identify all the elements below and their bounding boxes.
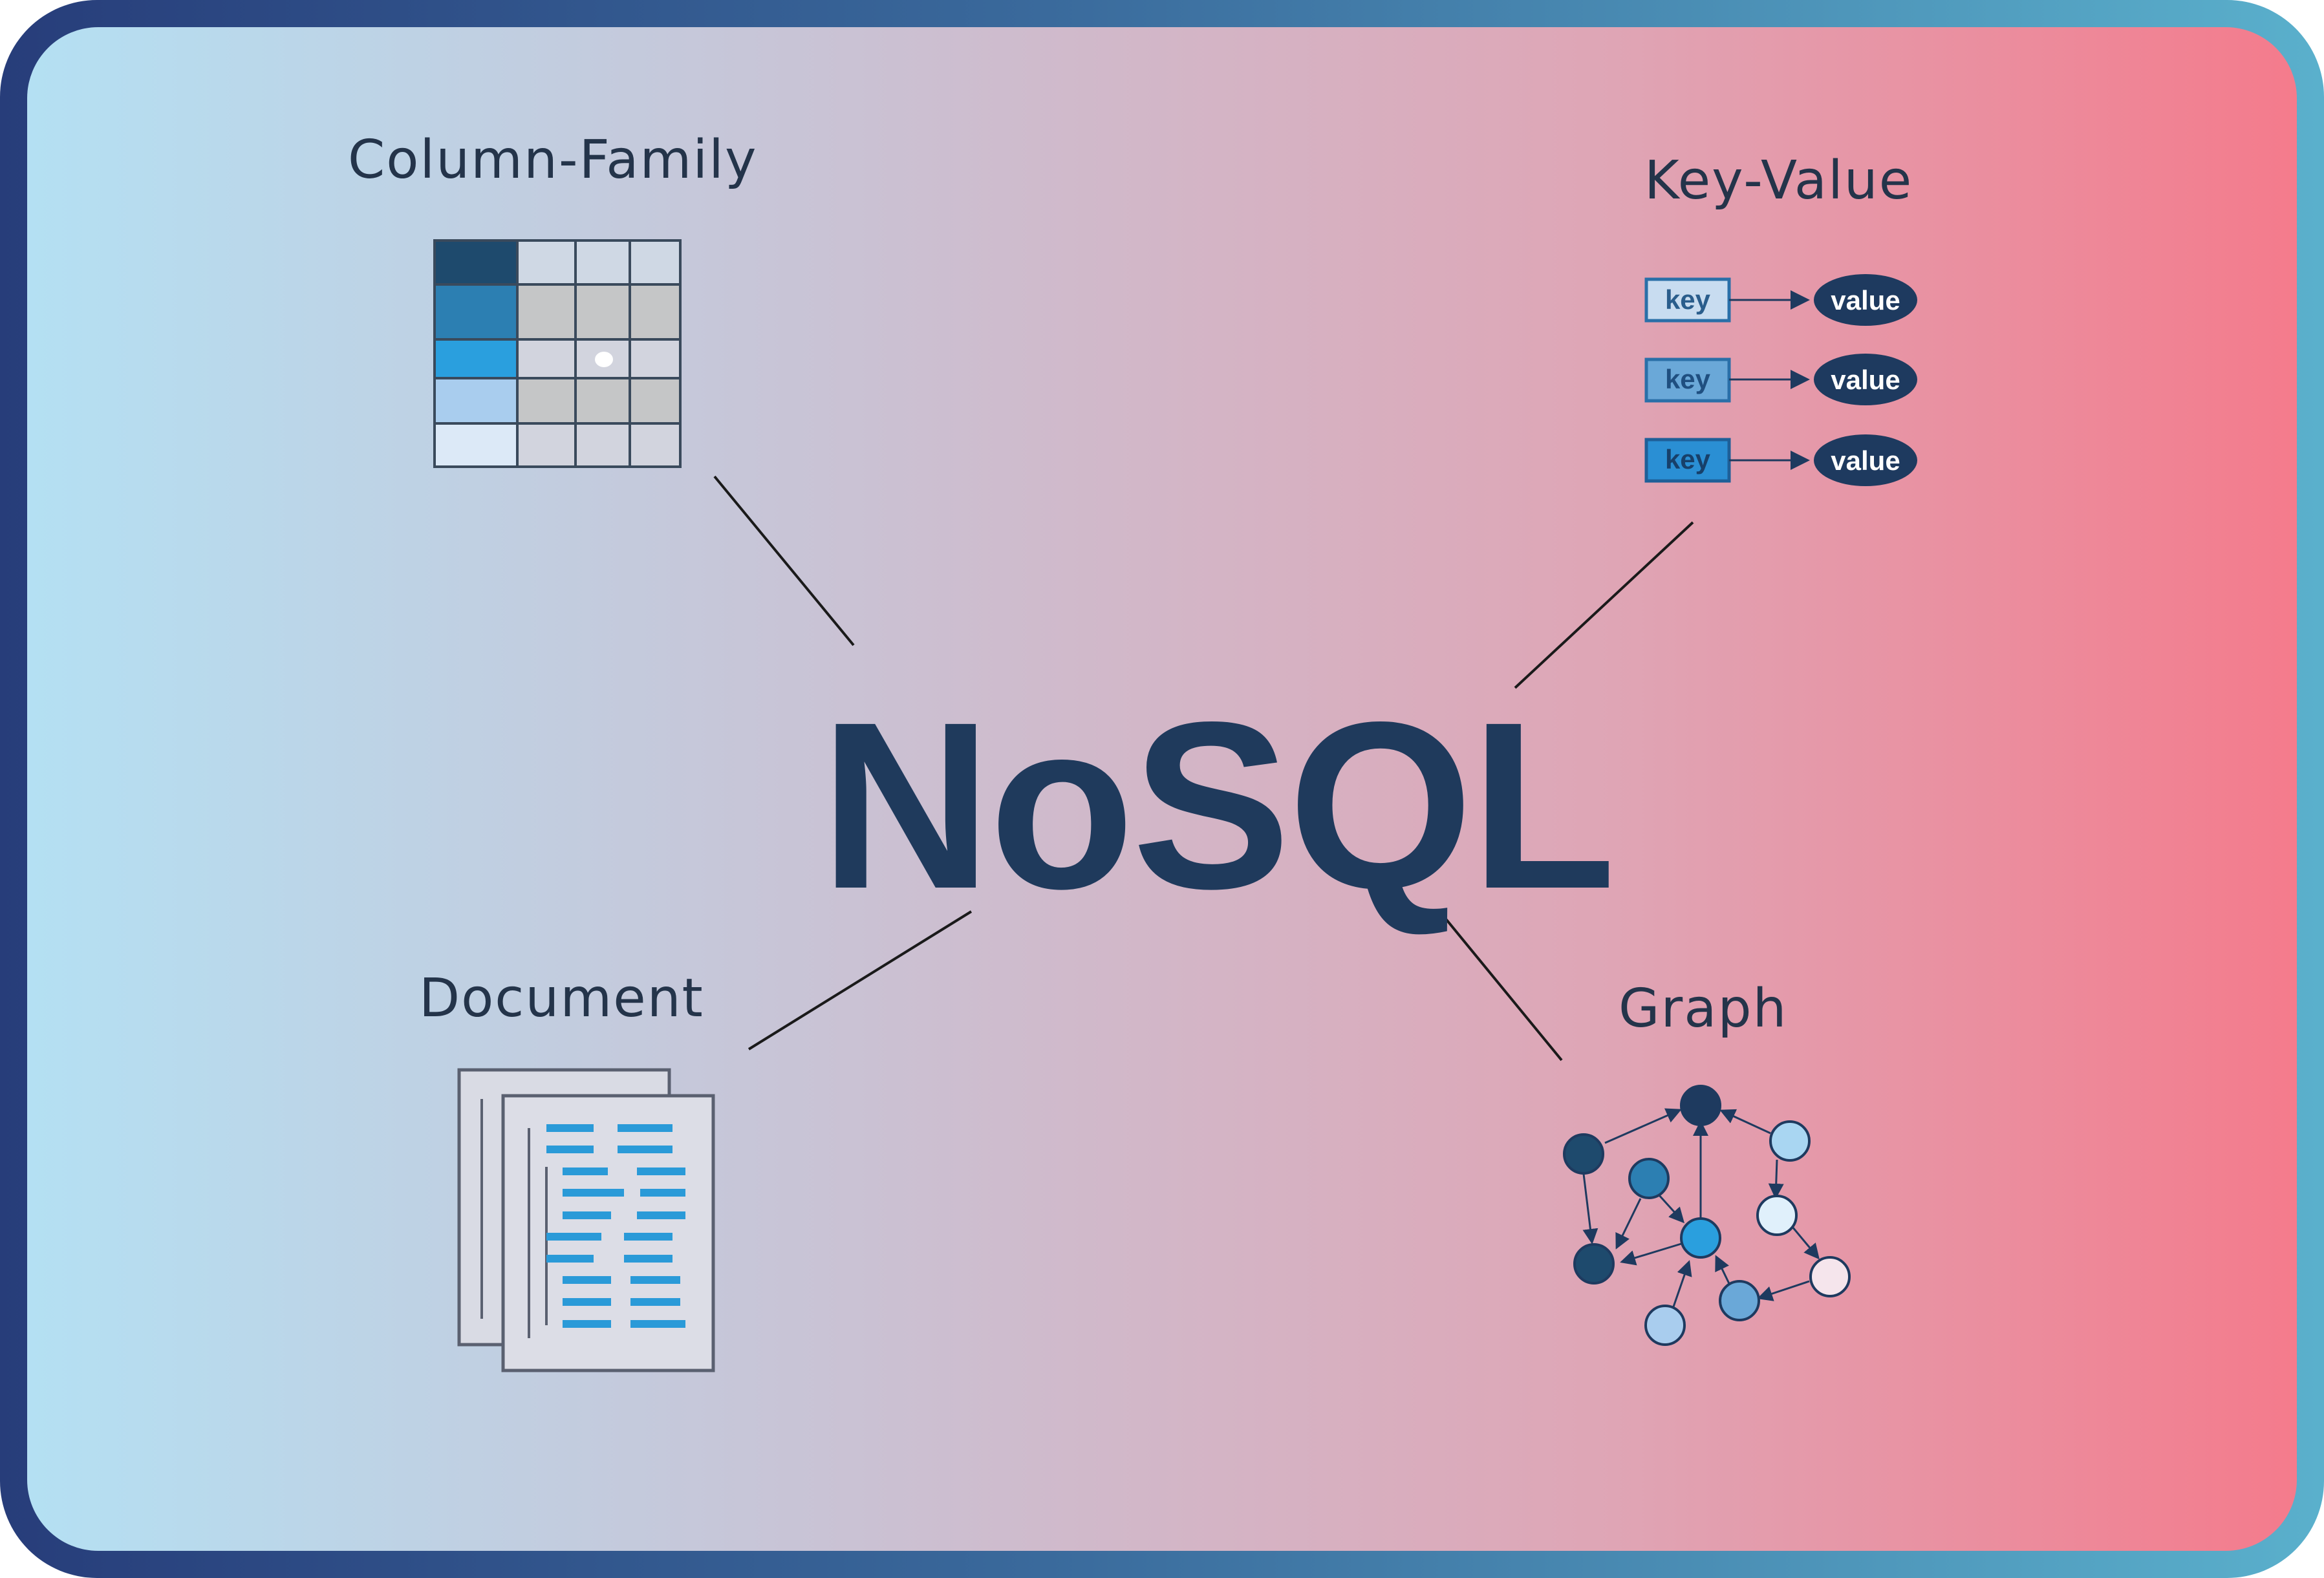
graph-node <box>1680 1217 1721 1259</box>
key-value-label: Key-Value <box>1644 150 1913 211</box>
graph-label: Graph <box>1619 978 1788 1040</box>
cf-cell <box>629 338 682 379</box>
kv-value-oval <box>1814 274 1917 326</box>
graph-node <box>1769 1120 1811 1162</box>
kv-key-text: key <box>1665 444 1711 474</box>
cf-cell <box>433 239 519 286</box>
doc-text-lines <box>546 1124 685 1328</box>
kv-key-box <box>1644 277 1731 323</box>
cf-cell <box>574 239 631 286</box>
column-family-grid <box>433 239 682 468</box>
kv-value-text: value <box>1831 285 1900 315</box>
graph-nodes <box>1563 1085 1851 1346</box>
cf-cell <box>629 377 682 425</box>
cf-cell <box>516 422 577 468</box>
graph-node <box>1644 1305 1686 1346</box>
kv-value-oval <box>1814 434 1917 486</box>
graph-node <box>1628 1158 1670 1199</box>
connector-graph <box>1440 912 1563 1061</box>
connector-column-family <box>713 475 855 646</box>
cf-cell <box>574 377 631 425</box>
nosql-title: NoSQL <box>820 672 1616 938</box>
cf-cell <box>516 239 577 286</box>
connector-key-value <box>1514 521 1694 689</box>
kv-key-text: key <box>1665 284 1711 315</box>
graph-node <box>1680 1085 1721 1126</box>
kv-value-text: value <box>1831 365 1900 395</box>
graph-edges <box>1582 1108 1820 1313</box>
kv-value-text: value <box>1831 445 1900 476</box>
graph-node <box>1809 1256 1851 1297</box>
graph-node <box>1719 1280 1760 1321</box>
document-label: Document <box>419 968 704 1029</box>
cf-cell-dot <box>595 352 613 367</box>
graph-node <box>1563 1133 1604 1175</box>
kv-key-text: key <box>1665 364 1711 394</box>
kv-key-box <box>1644 438 1731 483</box>
column-family-label: Column-Family <box>348 129 758 191</box>
graph-node <box>1756 1195 1798 1236</box>
kv-key-box <box>1644 357 1731 403</box>
kv-value-oval <box>1814 354 1917 405</box>
connector-document <box>748 910 973 1050</box>
graph-node <box>1573 1243 1615 1285</box>
cf-cell <box>629 422 682 468</box>
diagram-panel <box>27 27 2297 1551</box>
cf-cell <box>433 377 519 425</box>
